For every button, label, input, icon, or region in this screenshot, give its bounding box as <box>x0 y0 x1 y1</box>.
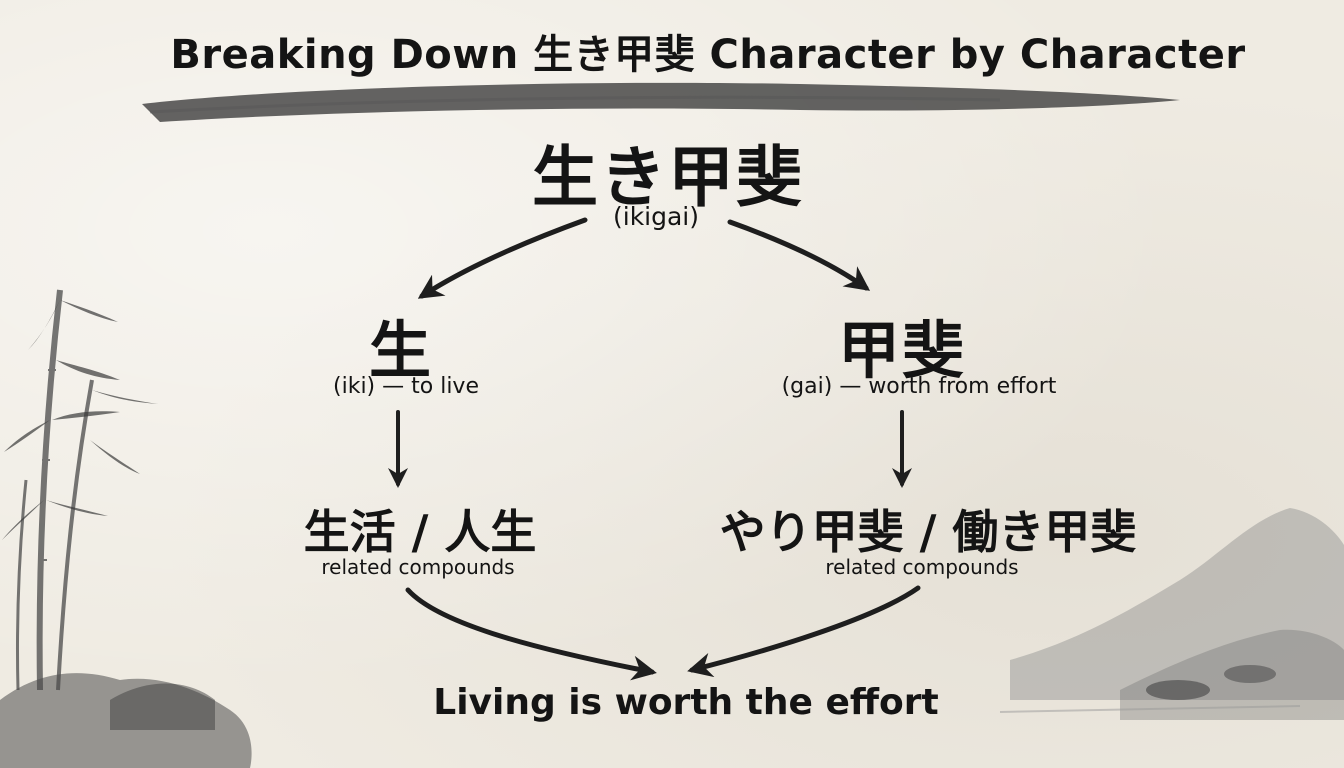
mountain-wash <box>1010 508 1344 700</box>
arrow-left-to-conclusion <box>405 587 657 681</box>
diagram-title: Breaking Down 生き甲斐 Character by Characte… <box>170 32 1246 78</box>
right-kanji: 甲斐 <box>837 314 967 387</box>
conclusion-text: Living is worth the effort <box>433 682 939 723</box>
right-compounds: やり甲斐 / 働き甲斐 <box>719 505 1137 559</box>
root-kanji: 生き甲斐 <box>532 139 804 216</box>
bamboo-wash <box>15 289 94 691</box>
root-reading: (ikigai) <box>612 202 700 231</box>
left-compounds: 生活 / 人生 <box>303 505 537 559</box>
left-kanji: 生 <box>368 314 432 387</box>
left-compounds-note: related compounds <box>321 555 515 579</box>
right-reading: (gai) — worth from effort <box>781 374 1057 399</box>
title-brush-stroke <box>142 82 1180 122</box>
left-reading: (iki) — to live <box>333 374 479 399</box>
arrow-right-to-conclusion <box>687 585 921 678</box>
arrow-root-to-left <box>417 217 588 299</box>
arrow-root-to-right <box>727 219 871 291</box>
right-compounds-note: related compounds <box>825 555 1019 579</box>
